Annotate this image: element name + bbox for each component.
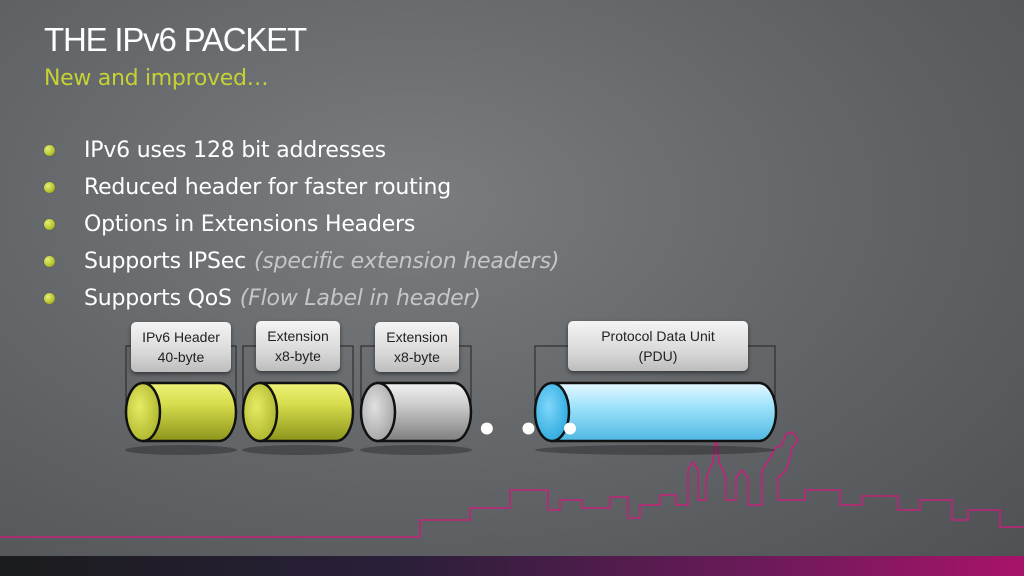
- slide-title: THE IPv6 PACKET: [44, 21, 307, 58]
- label-line: Extension: [386, 329, 448, 345]
- bullet-dot-icon: [44, 182, 55, 193]
- bullet-dot-icon: [44, 219, 55, 230]
- ipv6-header-label: IPv6 Header 40-byte: [131, 322, 231, 372]
- cylinder-shadow: [125, 445, 237, 455]
- bullet-text: Supports IPSec: [84, 249, 246, 274]
- bullet-dot-icon: [44, 256, 55, 267]
- extension-label: Extension x8-byte: [375, 322, 459, 372]
- cylinder-shadow: [242, 445, 354, 455]
- bullet-item: Supports QoS (Flow Label in header): [42, 280, 559, 317]
- packet-ellipsis: • • •: [476, 410, 585, 450]
- ipv6-header-cylinder: [124, 381, 238, 443]
- bottom-bar: [0, 556, 1024, 576]
- skyline-outline: [0, 429, 1024, 538]
- label-line: 40-byte: [157, 349, 205, 365]
- bullet-text: Options in Extensions Headers: [84, 212, 416, 237]
- extension-cylinder: [241, 381, 355, 443]
- extension-cylinder: [359, 381, 473, 443]
- bullet-item: Supports IPSec (specific extension header…: [42, 243, 559, 280]
- bullet-note: (specific extension headers): [253, 249, 560, 274]
- bullet-list: IPv6 uses 128 bit addresses Reduced head…: [42, 132, 559, 317]
- label-line: x8-byte: [275, 348, 321, 364]
- bullet-text: Supports QoS: [84, 286, 232, 311]
- pdu-cylinder: [533, 381, 778, 443]
- label-line: Protocol Data Unit: [601, 328, 715, 344]
- label-line: IPv6 Header: [142, 329, 220, 345]
- cylinder-shadow: [535, 445, 775, 455]
- bullet-item: IPv6 uses 128 bit addresses: [42, 132, 559, 169]
- pdu-label: Protocol Data Unit (PDU): [568, 321, 748, 371]
- cylinder-shadow: [360, 445, 472, 455]
- bullet-dot-icon: [44, 293, 55, 304]
- label-line: (PDU): [638, 348, 678, 364]
- label-line: x8-byte: [394, 349, 440, 365]
- slide-subtitle: New and improved…: [44, 66, 269, 91]
- label-line: Extension: [267, 328, 329, 344]
- bullet-text: IPv6 uses 128 bit addresses: [84, 138, 386, 163]
- bullet-dot-icon: [44, 145, 55, 156]
- extension-label: Extension x8-byte: [256, 321, 340, 371]
- bullet-note: (Flow Label in header): [239, 286, 481, 311]
- bullet-text: Reduced header for faster routing: [84, 175, 451, 200]
- bullet-item: Options in Extensions Headers: [42, 206, 559, 243]
- bullet-item: Reduced header for faster routing: [42, 169, 559, 206]
